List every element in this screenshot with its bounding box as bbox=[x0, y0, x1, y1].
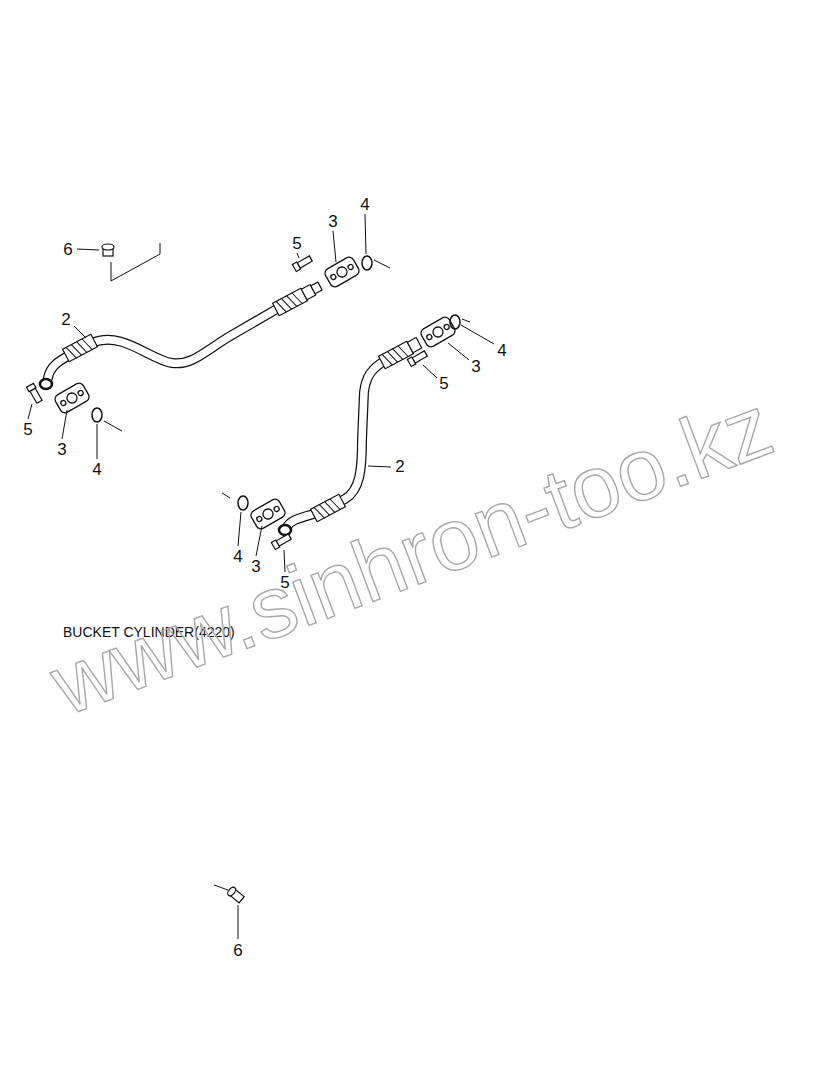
guide-line bbox=[111, 243, 160, 281]
callout-number: 6 bbox=[233, 942, 242, 959]
callout-number: 3 bbox=[471, 358, 480, 375]
callout-number: 4 bbox=[360, 196, 369, 213]
callout-number: 2 bbox=[395, 458, 404, 475]
hose-drawing bbox=[40, 280, 422, 535]
watermark: www.sinhron-too.kz bbox=[41, 382, 783, 730]
split-flange bbox=[53, 255, 457, 530]
callout-number: 6 bbox=[63, 241, 72, 258]
grease-fitting bbox=[102, 244, 245, 904]
callout-number: 4 bbox=[92, 461, 101, 478]
callout-number: 3 bbox=[57, 441, 66, 458]
callout-number: 5 bbox=[439, 375, 448, 392]
callout-number: 5 bbox=[23, 421, 32, 438]
callout-number: 4 bbox=[233, 548, 242, 565]
callout-number: 3 bbox=[328, 213, 337, 230]
callout-number: 2 bbox=[61, 311, 70, 328]
callout-number: 5 bbox=[292, 235, 301, 252]
o-ring bbox=[92, 256, 460, 510]
bolt bbox=[27, 255, 428, 549]
callout-number: 4 bbox=[497, 342, 506, 359]
